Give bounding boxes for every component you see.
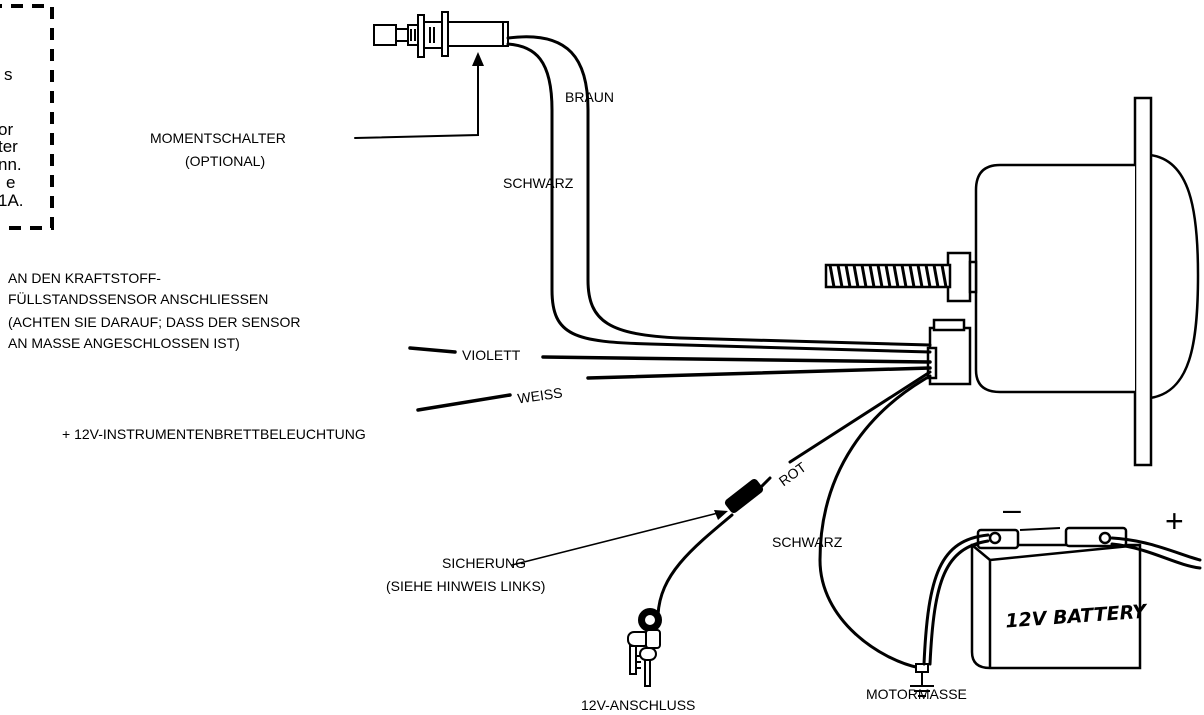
motormasse-label: MOTORMASSE [866,686,967,702]
note-line-5: nn. [0,155,22,174]
schwarz-top-label: SCHWARZ [503,175,574,191]
wire-schwarz-top [506,42,932,354]
violett-label: VIOLETT [462,347,521,363]
battery-minus-sign: – [1003,491,1021,527]
wire-rot [788,370,932,464]
fuse-icon [724,478,764,514]
wire-weiss [416,393,512,412]
battery-negative-cable [922,533,990,666]
sicherung-leader [511,511,723,566]
push-switch-icon [373,11,509,58]
battery-positive-cable-2 [1110,542,1202,570]
sensor-label-4: AN MASSE ANGESCHLOSSEN IST) [8,335,240,351]
note-line-6: e [6,173,15,192]
note-box: s or ter nn. e 1A. [0,4,54,230]
sensor-label-1: AN DEN KRAFTSTOFF- [8,270,161,286]
rot-label: ROT [776,459,810,490]
note-line-7: 1A. [0,191,24,210]
note-line-3: or [0,120,13,139]
battery-negative-cable-2 [928,539,990,666]
ignition-key-icon [627,608,662,687]
note-line-4: ter [0,137,18,156]
wire-rot-to-key [656,513,734,617]
momentschalter-label: MOMENTSCHALTER [150,130,286,146]
momentschalter-leader [354,52,484,139]
schwarz-bottom-label: SCHWARZ [772,534,843,550]
weiss-label: WEISS [516,384,563,406]
wire-violett [408,346,457,354]
battery-plus-sign: + [1165,503,1184,539]
sensor-label-2: FÜLLSTANDSSENSOR ANSCHLIESSEN [8,290,268,307]
wire-schwarz-bottom [818,374,932,670]
battery-positive-cable [1110,536,1202,562]
gauge-icon [824,96,1200,467]
wire-braun [506,35,932,347]
ground-symbol-icon [910,663,934,697]
wire-weiss-end [586,366,932,380]
braun-label: BRAUN [565,89,614,105]
sicherung-hint-label: (SIEHE HINWEIS LINKS) [386,578,545,594]
sicherung-label: SICHERUNG [442,555,526,571]
beleuchtung-label: + 12V-INSTRUMENTENBRETTBELEUCHTUNG [62,426,366,442]
note-line-1: s [4,65,13,84]
sensor-label-3: (ACHTEN SIE DARAUF; DASS DER SENSOR [8,314,301,330]
battery-icon [970,526,1142,670]
anschluss-label: 12V-ANSCHLUSS [581,697,695,713]
momentschalter-optional-label: (OPTIONAL) [185,153,265,169]
wire-violett-end [541,355,932,364]
